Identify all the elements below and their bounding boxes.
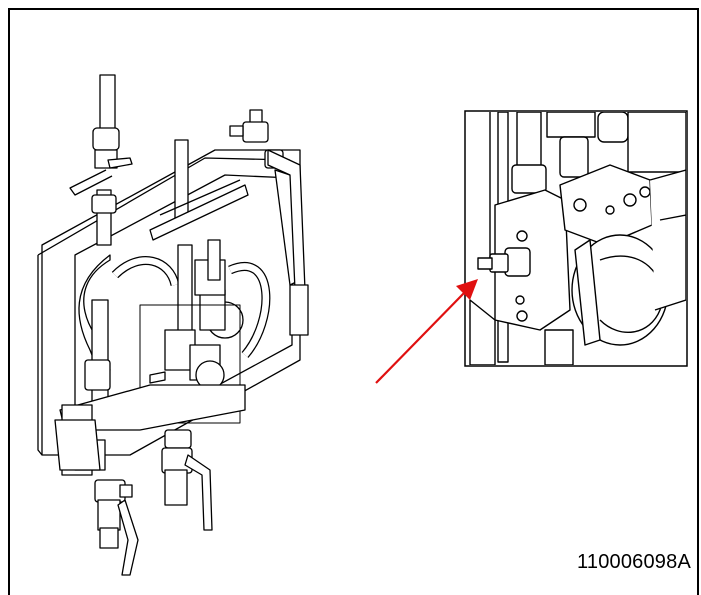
red-arrow-pointing-to-coupling — [375, 279, 478, 384]
detail-inset — [464, 110, 688, 367]
hydraulic-unit-overview — [37, 74, 309, 576]
document-id-label: 110006098A — [577, 551, 691, 573]
